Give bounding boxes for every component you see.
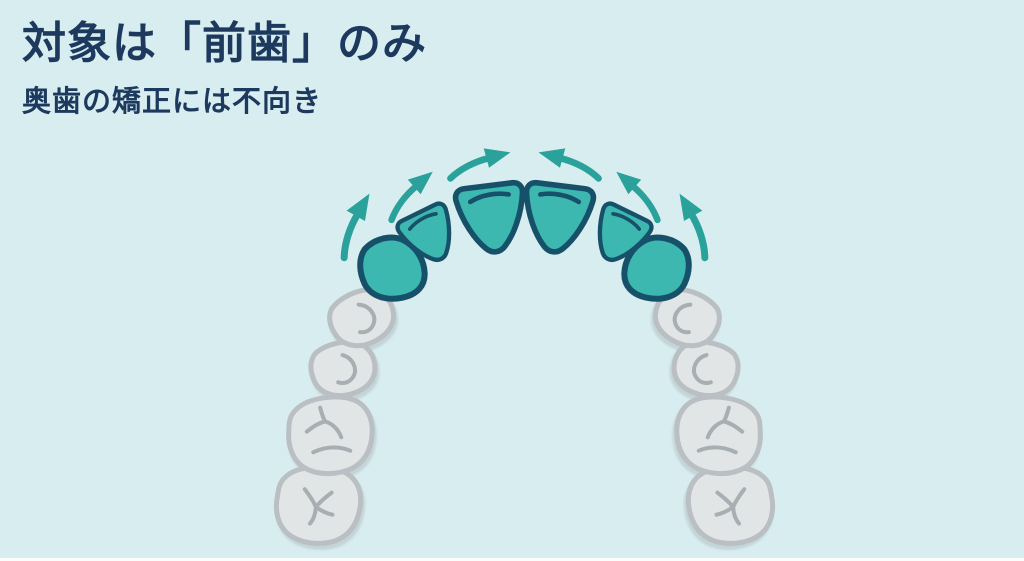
page-subtitle: 奥歯の矯正には不向き — [22, 85, 323, 118]
slide-header: 対象は「前歯」のみ 奥歯の矯正には不向き — [22, 18, 427, 120]
bottom-edge — [0, 558, 1024, 561]
arch-right-half — [520, 144, 775, 546]
page-title: 対象は「前歯」のみ — [22, 19, 427, 68]
arch-left-half — [274, 144, 529, 546]
